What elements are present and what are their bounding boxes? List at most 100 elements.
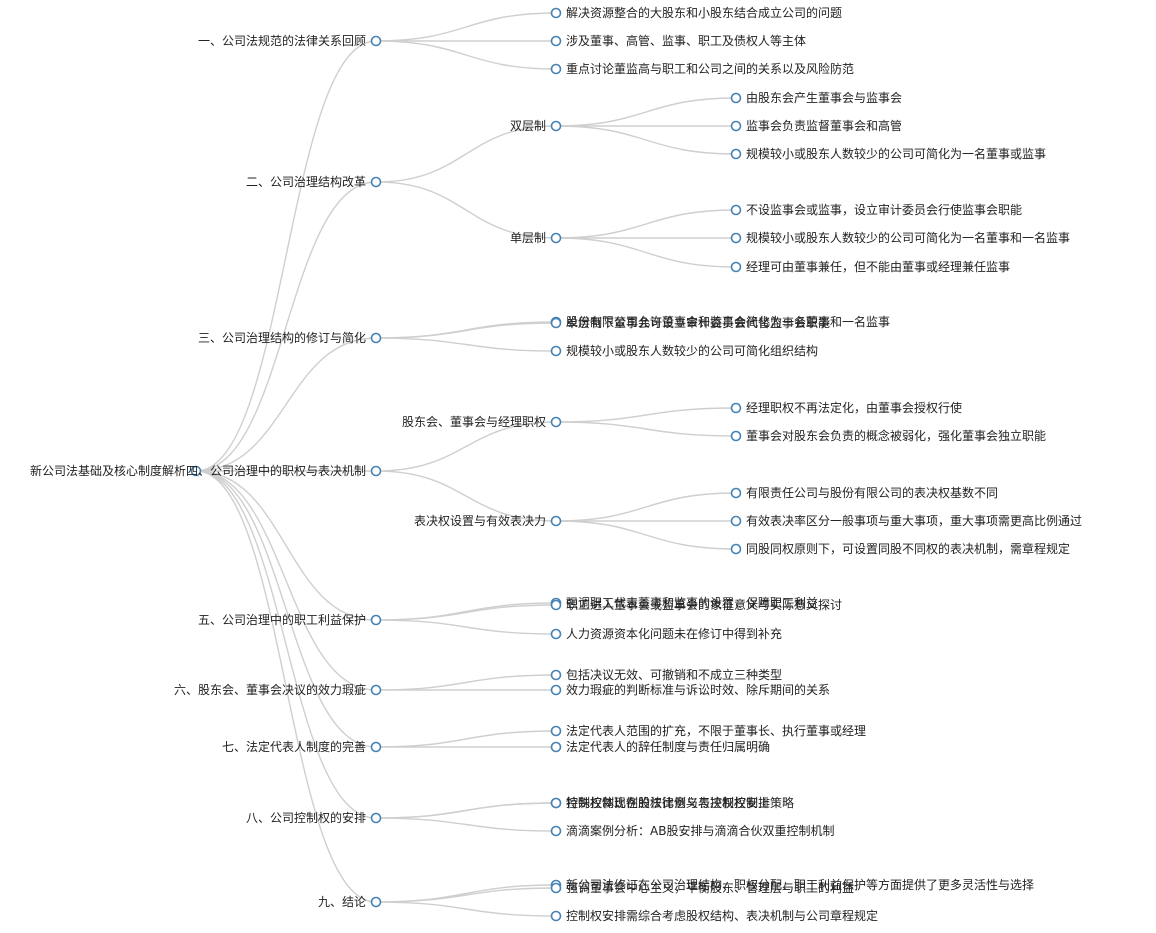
node-toggle-circle[interactable] <box>550 63 562 75</box>
node-toggle-circle[interactable] <box>730 402 742 414</box>
node-toggle-circle[interactable] <box>730 430 742 442</box>
node-toggle-circle[interactable] <box>190 465 202 477</box>
node-toggle-circle[interactable] <box>370 741 382 753</box>
node-toggle-circle[interactable] <box>730 232 742 244</box>
node-toggle-circle[interactable] <box>370 465 382 477</box>
node-toggle-circle[interactable] <box>370 35 382 47</box>
node-toggle-circle[interactable] <box>550 797 562 809</box>
mindmap-link <box>555 209 737 239</box>
mindmap-node[interactable]: 有限责任公司与股份有限公司的表决权基数不同 <box>730 485 999 500</box>
mindmap-node[interactable]: 董事会对股东会负责的概念被弱化，强化董事会独立职能 <box>730 428 1047 443</box>
mindmap-node[interactable]: 三、公司治理结构的修订与简化 <box>198 330 382 345</box>
mindmap-node[interactable]: 五、公司治理中的职工利益保护 <box>198 612 382 627</box>
mindmap-node[interactable]: 单层制下董事会可设立审计委员会代替监事会职能 <box>550 315 831 330</box>
mindmap-node[interactable]: 经理可由董事兼任，但不能由董事或经理兼任监事 <box>730 260 1011 274</box>
mindmap-node[interactable]: 规模较小或股东人数较少的公司可简化为一名董事或监事 <box>730 146 1047 161</box>
mindmap-node[interactable]: 不设监事会或监事，设立审计委员会行使监事会职能 <box>730 202 1023 217</box>
mindmap-link <box>555 492 737 522</box>
mindmap-node[interactable]: 八、公司控制权的安排 <box>246 810 382 825</box>
mindmap-node[interactable]: 规模较小或股东人数较少的公司可简化为一名董事和一名监事 <box>730 230 1071 245</box>
node-toggle-circle[interactable] <box>550 232 562 244</box>
mindmap-node[interactable]: 双层制 <box>510 119 562 133</box>
mindmap-node[interactable]: 效力瑕疵的判断标准与诉讼时效、除斥期间的关系 <box>550 682 831 697</box>
mindmap-node[interactable]: 由股东会产生董事会与监事会 <box>730 91 903 105</box>
mindmap-node[interactable]: 法定代表人范围的扩充，不限于董事长、执行董事或经理 <box>550 723 867 738</box>
mindmap-node[interactable]: 人力资源资本化问题未在修订中得到补充 <box>550 626 783 641</box>
node-toggle-circle[interactable] <box>730 120 742 132</box>
mindmap-node[interactable]: 特殊控制比例的法律意义与控制权安排策略 <box>550 795 795 810</box>
mindmap-link <box>555 407 737 423</box>
mindmap-node[interactable]: 法定代表人的辞任制度与责任归属明确 <box>550 739 771 754</box>
mindmap-node[interactable]: 一、公司法规范的法律关系回顾 <box>198 33 382 48</box>
mindmap-node[interactable]: 涉及董事、高管、监事、职工及债权人等主体 <box>550 33 807 48</box>
mindmap-node[interactable]: 解决资源整合的大股东和小股东结合成立公司的问题 <box>550 5 843 20</box>
node-toggle-circle[interactable] <box>550 416 562 428</box>
node-label: 双层制 <box>510 119 546 133</box>
mindmap-node[interactable]: 股东会、董事会与经理职权 <box>402 415 562 429</box>
mindmap-node[interactable]: 同股同权原则下，可设置同股不同权的表决机制，需章程规定 <box>730 541 1071 556</box>
mindmap-link <box>375 619 557 635</box>
mindmap-node[interactable]: 表决权设置与有效表决力 <box>414 513 562 528</box>
node-toggle-circle[interactable] <box>550 345 562 357</box>
mindmap-node[interactable]: 滴滴案例分析：AB股安排与滴滴合伙双重控制机制 <box>550 823 835 838</box>
node-toggle-circle[interactable] <box>550 741 562 753</box>
mindmap-node[interactable]: 四、公司治理中的职权与表决机制 <box>186 463 382 478</box>
node-label: 五、公司治理中的职工利益保护 <box>198 612 366 627</box>
node-toggle-circle[interactable] <box>370 812 382 824</box>
node-label: 解决资源整合的大股东和小股东结合成立公司的问题 <box>566 5 842 20</box>
mindmap-links <box>195 12 737 917</box>
mindmap-node[interactable]: 单层制 <box>510 231 562 245</box>
node-toggle-circle[interactable] <box>550 599 562 611</box>
node-label: 控制权体现在股权比例与表决权控制上 <box>566 796 770 810</box>
node-toggle-circle[interactable] <box>730 515 742 527</box>
node-toggle-circle[interactable] <box>730 543 742 555</box>
node-toggle-circle[interactable] <box>550 628 562 640</box>
node-toggle-circle[interactable] <box>550 910 562 922</box>
node-label: 三、公司治理结构的修订与简化 <box>198 330 366 345</box>
mindmap-root-node[interactable]: 新公司法基础及核心制度解析 <box>30 463 202 478</box>
mindmap-node[interactable]: 九、结论 <box>318 895 382 909</box>
node-toggle-circle[interactable] <box>550 825 562 837</box>
node-label: 由股东会产生董事会与监事会 <box>746 91 902 105</box>
mindmap-node[interactable]: 有效表决率区分一般事项与重大事项，重大事项需更高比例通过 <box>730 513 1083 528</box>
node-toggle-circle[interactable] <box>370 896 382 908</box>
mindmap-node[interactable]: 七、法定代表人制度的完善 <box>222 739 382 754</box>
node-label: 八、公司控制权的安排 <box>246 810 366 825</box>
node-toggle-circle[interactable] <box>550 515 562 527</box>
node-toggle-circle[interactable] <box>730 204 742 216</box>
mindmap-node[interactable]: 二、公司治理结构改革 <box>246 174 382 189</box>
node-toggle-circle[interactable] <box>550 725 562 737</box>
node-toggle-circle[interactable] <box>370 614 382 626</box>
mindmap-link <box>195 470 377 748</box>
mindmap-node[interactable]: 监事会负责监督董事会和高管 <box>730 118 903 133</box>
node-toggle-circle[interactable] <box>730 261 742 273</box>
mindmap-node[interactable]: 强调董事会中心主义，平衡股东、管理层与职工的利益 <box>550 880 855 895</box>
node-toggle-circle[interactable] <box>370 684 382 696</box>
node-toggle-circle[interactable] <box>550 35 562 47</box>
mindmap-link <box>195 40 377 472</box>
node-toggle-circle[interactable] <box>730 92 742 104</box>
node-toggle-circle[interactable] <box>370 176 382 188</box>
node-label: 四、公司治理中的职权与表决机制 <box>186 463 366 478</box>
node-toggle-circle[interactable] <box>370 332 382 344</box>
mindmap-node[interactable]: 包括决议无效、可撤销和不成立三种类型 <box>550 667 783 682</box>
node-toggle-circle[interactable] <box>550 120 562 132</box>
node-toggle-circle[interactable] <box>730 487 742 499</box>
mindmap-node[interactable]: 六、股东会、董事会决议的效力瑕疵 <box>174 682 382 697</box>
node-toggle-circle[interactable] <box>550 669 562 681</box>
node-toggle-circle[interactable] <box>550 7 562 19</box>
node-label: 包括决议无效、可撤销和不成立三种类型 <box>566 667 782 682</box>
mindmap-node[interactable]: 规模较小或股东人数较少的公司可简化组织结构 <box>550 343 819 358</box>
node-toggle-circle[interactable] <box>730 148 742 160</box>
mindmap-node[interactable]: 重点讨论董监高与职工和公司之间的关系以及风险防范 <box>550 61 855 76</box>
mindmap-link <box>375 322 557 339</box>
node-toggle-circle[interactable] <box>550 317 562 329</box>
mindmap-node[interactable]: 经理职权不再法定化，由董事会授权行使 <box>730 400 963 415</box>
mindmap-link <box>375 901 557 917</box>
mindmap-link <box>195 470 377 621</box>
mindmap-node[interactable]: 控制权安排需综合考虑股权结构、表决机制与公司章程规定 <box>550 908 879 923</box>
node-toggle-circle[interactable] <box>550 684 562 696</box>
mindmap-node[interactable]: 职工进入董事会或监事会的象征意义与实际意义探讨 <box>550 597 843 612</box>
node-label: 法定代表人的辞任制度与责任归属明确 <box>566 739 770 754</box>
node-toggle-circle[interactable] <box>550 882 562 894</box>
